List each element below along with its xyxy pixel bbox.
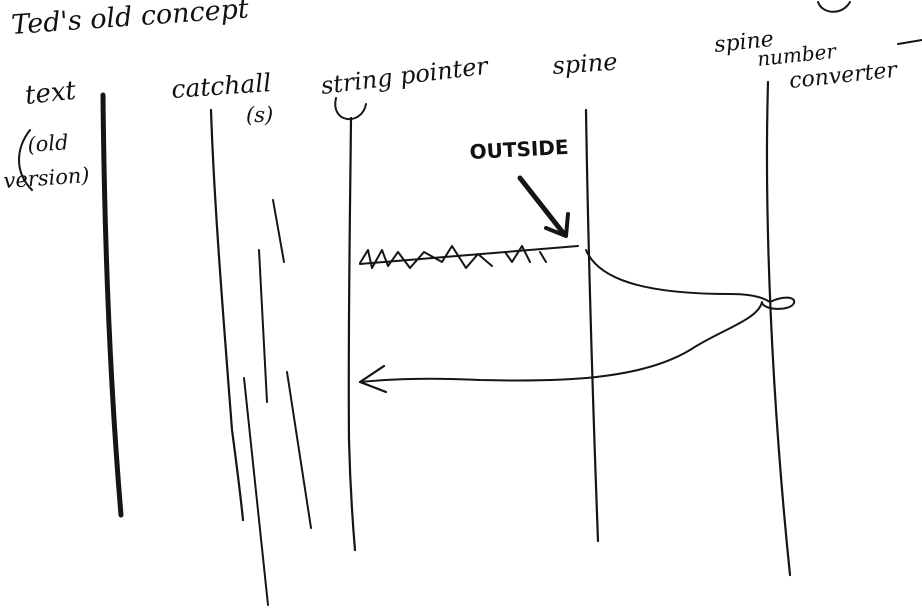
- corner-doodle: [817, 1, 851, 13]
- lifeline-spine-number-converter: [765, 80, 792, 577]
- lane-label-text-old: (old: [27, 130, 70, 157]
- lifeline-string-pointer: [347, 116, 357, 552]
- lifeline-catchall-main: [209, 108, 245, 522]
- diagram-title: Ted's old concept: [10, 0, 250, 41]
- string-pointer-hook: [334, 97, 367, 120]
- crossed-out-strike-line: [359, 245, 579, 265]
- lane-label-text-version: version): [3, 163, 91, 193]
- lane-label-spine: spine: [551, 48, 618, 80]
- lane-label-catchall-s: (s): [246, 103, 273, 127]
- return-arrow-head: [358, 364, 388, 394]
- lifeline-text: [100, 92, 124, 518]
- text-label-bracket: [18, 129, 33, 191]
- lane-label-catchall: catchall: [170, 68, 272, 104]
- lifeline-spine: [584, 108, 600, 543]
- outside-arrow-head: [544, 212, 570, 238]
- lane-label-converter-spine: spine: [713, 27, 775, 58]
- lifeline-catchall-seg-4: [286, 371, 312, 529]
- lane-label-text: text: [24, 76, 78, 111]
- corner-dash: [897, 39, 922, 45]
- message-spine-to-converter: [359, 249, 796, 383]
- crossed-out-scribble: [359, 245, 547, 269]
- lane-label-string-pointer: string pointer: [319, 52, 491, 100]
- outside-arrow-shaft: [517, 175, 567, 237]
- annotation-outside: OUTSIDE: [469, 135, 569, 164]
- lifeline-catchall-seg-1: [272, 199, 285, 263]
- lifeline-catchall-seg-2: [258, 249, 268, 403]
- lifeline-catchall-seg-3: [243, 377, 269, 606]
